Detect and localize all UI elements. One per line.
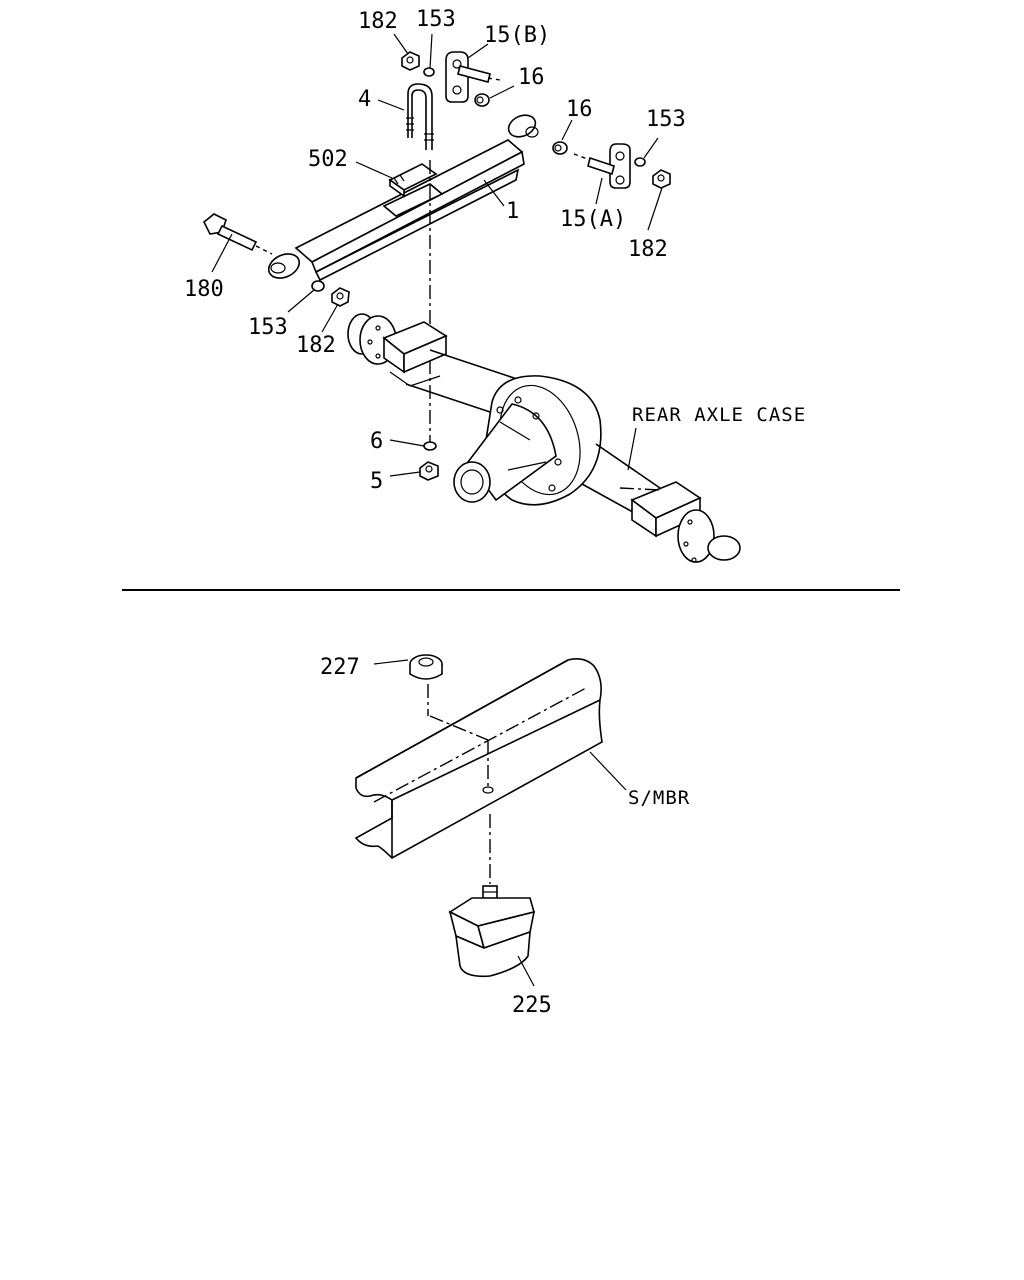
nut-right <box>652 169 671 189</box>
spring-plate <box>388 163 438 198</box>
leader-lines-lower <box>373 659 627 987</box>
rubber-bumper <box>448 885 536 978</box>
label-16-mid: 16 <box>566 97 593 122</box>
label-182-left: 182 <box>296 333 336 358</box>
bushing-top <box>474 93 490 107</box>
callout-labels-upper: 182 153 15(B) 16 4 16 153 502 1 15(A) 18… <box>184 7 806 494</box>
washer-right <box>634 157 646 167</box>
label-6: 6 <box>370 429 383 454</box>
label-16-top: 16 <box>518 65 545 90</box>
label-4: 4 <box>358 87 371 112</box>
label-15b: 15(B) <box>484 23 550 48</box>
label-180: 180 <box>184 277 224 302</box>
label-227: 227 <box>320 655 360 680</box>
label-153-right: 153 <box>646 107 686 132</box>
spring-bolt <box>202 213 273 255</box>
label-side-member: S/MBR <box>628 787 690 809</box>
bushing-mid <box>552 141 568 155</box>
nut-top <box>401 51 420 71</box>
label-15a: 15(A) <box>560 207 626 232</box>
label-502: 502 <box>308 147 348 172</box>
label-1: 1 <box>506 199 519 224</box>
u-bolt <box>406 83 434 150</box>
label-153-left: 153 <box>248 315 288 340</box>
nut-227 <box>409 654 443 680</box>
label-5: 5 <box>370 469 383 494</box>
shackle-b <box>445 51 501 103</box>
rear-axle-case <box>347 313 741 563</box>
nut-5 <box>419 461 439 481</box>
callout-labels-lower: 227 S/MBR 225 <box>320 655 690 1018</box>
leaf-spring <box>267 114 539 282</box>
washer-left <box>311 280 325 292</box>
leader-lines-upper <box>211 33 663 477</box>
label-182-top: 182 <box>358 9 398 34</box>
side-member <box>354 658 603 859</box>
label-153-top: 153 <box>416 7 456 32</box>
label-rear-axle-case: REAR AXLE CASE <box>632 404 806 426</box>
washer-top <box>423 67 435 77</box>
label-225: 225 <box>512 993 552 1018</box>
washer-6 <box>423 441 437 451</box>
nut-left <box>331 287 350 307</box>
label-182-right: 182 <box>628 237 668 262</box>
shackle-a <box>573 143 631 189</box>
